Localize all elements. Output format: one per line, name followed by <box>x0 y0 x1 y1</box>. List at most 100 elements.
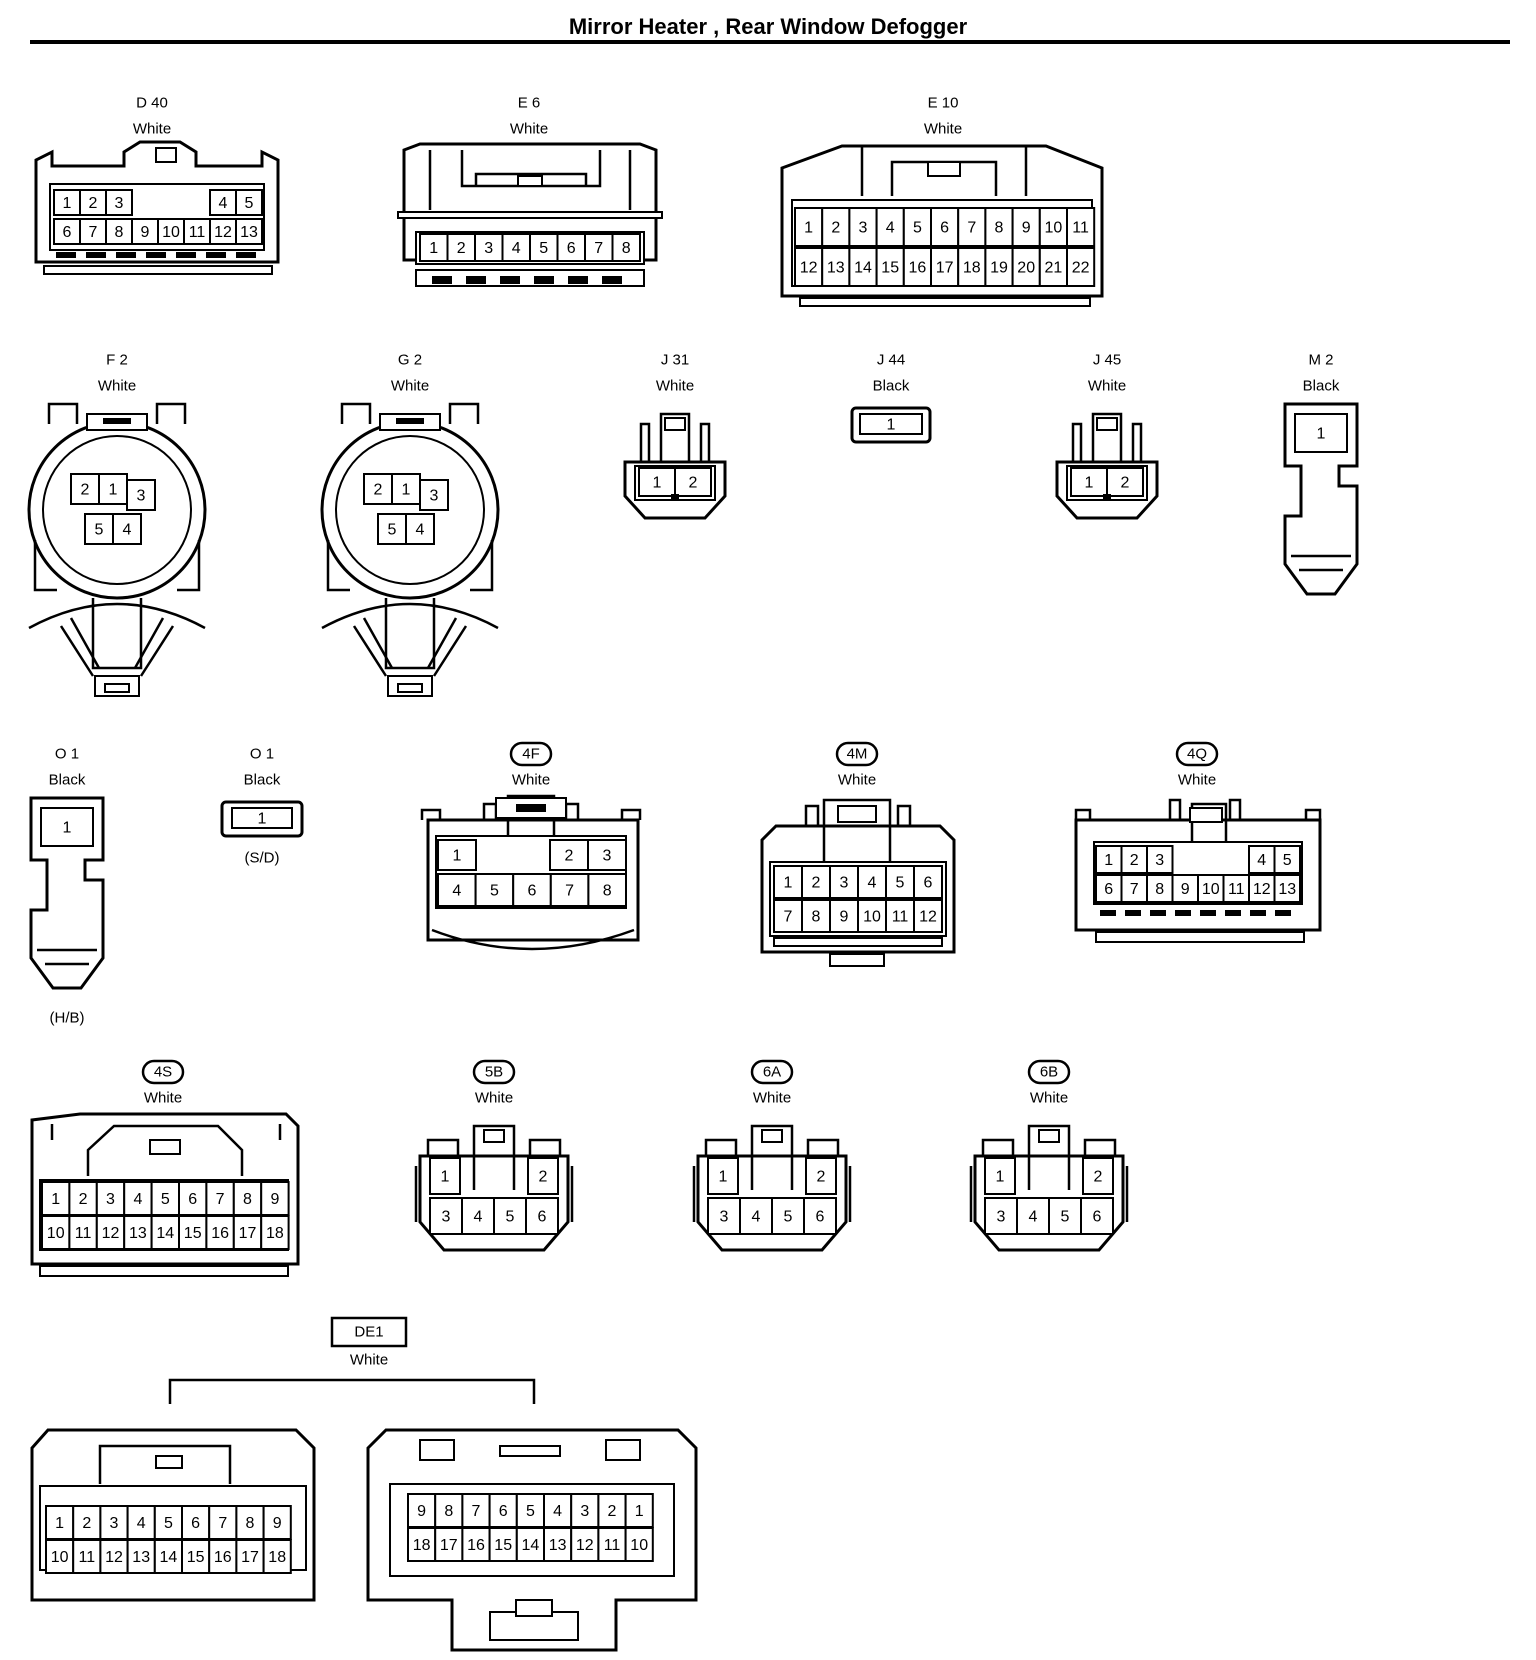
connector-shell-part <box>397 211 663 219</box>
pin-number: 2 <box>89 195 98 212</box>
pin-number: 1 <box>784 875 793 892</box>
connector-color: White <box>1088 378 1126 395</box>
pin-number: 15 <box>184 1225 202 1242</box>
pin-number: 6 <box>924 875 933 892</box>
pin-number: 9 <box>840 909 849 926</box>
pin-cell <box>902 247 932 287</box>
latch-slot <box>56 252 76 258</box>
connector-shell-part <box>91 598 143 670</box>
pin-number: 7 <box>967 220 976 237</box>
pin-number: 16 <box>467 1537 485 1554</box>
pin-number: 1 <box>453 848 462 865</box>
pin-cell <box>584 233 614 262</box>
latch-slot <box>206 252 226 258</box>
connector-shell-part <box>692 1166 852 1222</box>
connector-color: White <box>391 378 429 395</box>
pin-number: 4 <box>553 1503 562 1520</box>
pin-number: 3 <box>997 1209 1006 1226</box>
pin-cell <box>1146 845 1174 874</box>
pin-cell <box>429 1157 461 1195</box>
pin-number: 6 <box>567 240 576 257</box>
connector-shell-part <box>426 1138 562 1156</box>
pin-number: 13 <box>549 1537 567 1554</box>
pin-number: 6 <box>528 883 537 900</box>
pin-number: 1 <box>887 417 896 434</box>
pin-number: 7 <box>216 1191 225 1208</box>
pin-number: 5 <box>245 195 254 212</box>
pin-cell <box>527 1157 559 1195</box>
connector-code: G 2 <box>398 352 422 369</box>
pin-number: 2 <box>831 220 840 237</box>
pin-number: 18 <box>413 1537 431 1554</box>
pin-cell <box>984 207 1014 247</box>
connector-shell-part <box>33 540 201 592</box>
latch-slot <box>1275 910 1291 916</box>
pin-cell <box>405 513 435 545</box>
pin-cell <box>112 513 142 545</box>
pin-number: 15 <box>881 260 899 277</box>
pin-cell <box>624 1527 654 1562</box>
pin-cell <box>262 1539 292 1574</box>
pin-cell <box>587 839 627 871</box>
connector-code-badge <box>750 1059 794 1085</box>
pin-number: 3 <box>720 1209 729 1226</box>
pin-cell <box>377 513 407 545</box>
connector-shell-part <box>43 265 273 275</box>
pin-number: 5 <box>526 1503 535 1520</box>
pin-number: 2 <box>565 848 574 865</box>
connector-shell-part <box>59 625 175 677</box>
connector-shell-part <box>472 1124 516 1190</box>
pin-cell <box>1080 1197 1114 1235</box>
pin-cell <box>41 1181 71 1216</box>
connector-shell-part <box>799 297 1091 307</box>
pin-number: 5 <box>1061 1209 1070 1226</box>
pin-number: 8 <box>812 909 821 926</box>
pin-cell <box>597 1527 627 1562</box>
pin-cell <box>437 839 477 871</box>
pin-cell <box>529 233 559 262</box>
pin-cell <box>208 1539 238 1574</box>
pin-number: 5 <box>490 883 499 900</box>
connector-shell-part <box>483 1129 505 1143</box>
latch-slot <box>176 252 196 258</box>
pin-number: 10 <box>51 1549 69 1566</box>
connector-code-badge <box>141 1059 185 1085</box>
connector-shell-part <box>39 1265 289 1277</box>
connector-shell-part <box>1027 1124 1071 1190</box>
pin-cell <box>875 247 905 287</box>
pin-cell <box>984 1157 1016 1195</box>
connector-shell-part <box>149 1139 181 1155</box>
connector-color: White <box>350 1352 388 1369</box>
pin-number: 5 <box>913 220 922 237</box>
pin-number: 12 <box>919 909 937 926</box>
pin-number: 2 <box>457 240 466 257</box>
pin-cell <box>1120 874 1148 903</box>
pin-cell <box>99 1539 129 1574</box>
latch-slot <box>396 418 424 424</box>
connector-shell-part <box>431 928 635 951</box>
connector-color: White <box>1030 1090 1068 1107</box>
pin-number: 16 <box>214 1549 232 1566</box>
pin-cell <box>1120 845 1148 874</box>
pin-number: 9 <box>141 224 150 241</box>
pin-number: 18 <box>268 1549 286 1566</box>
connector-color: White <box>475 1090 513 1107</box>
pin-number: 13 <box>129 1225 147 1242</box>
connector-shell-part <box>335 435 485 585</box>
latch-slot <box>534 276 554 284</box>
pin-number: 6 <box>188 1191 197 1208</box>
pin-number: 10 <box>1045 220 1063 237</box>
latch-slot <box>1200 910 1216 916</box>
pin-cell <box>153 1539 184 1574</box>
pin-cell <box>501 233 531 262</box>
connector-color: White <box>144 1090 182 1107</box>
connector-shell-part <box>1190 802 1228 866</box>
pin-cell <box>1048 1197 1082 1235</box>
pin-number: 13 <box>132 1549 150 1566</box>
pin-number: 19 <box>990 260 1008 277</box>
connector-code: 6B <box>1040 1064 1058 1081</box>
pin-number: 3 <box>430 488 439 505</box>
